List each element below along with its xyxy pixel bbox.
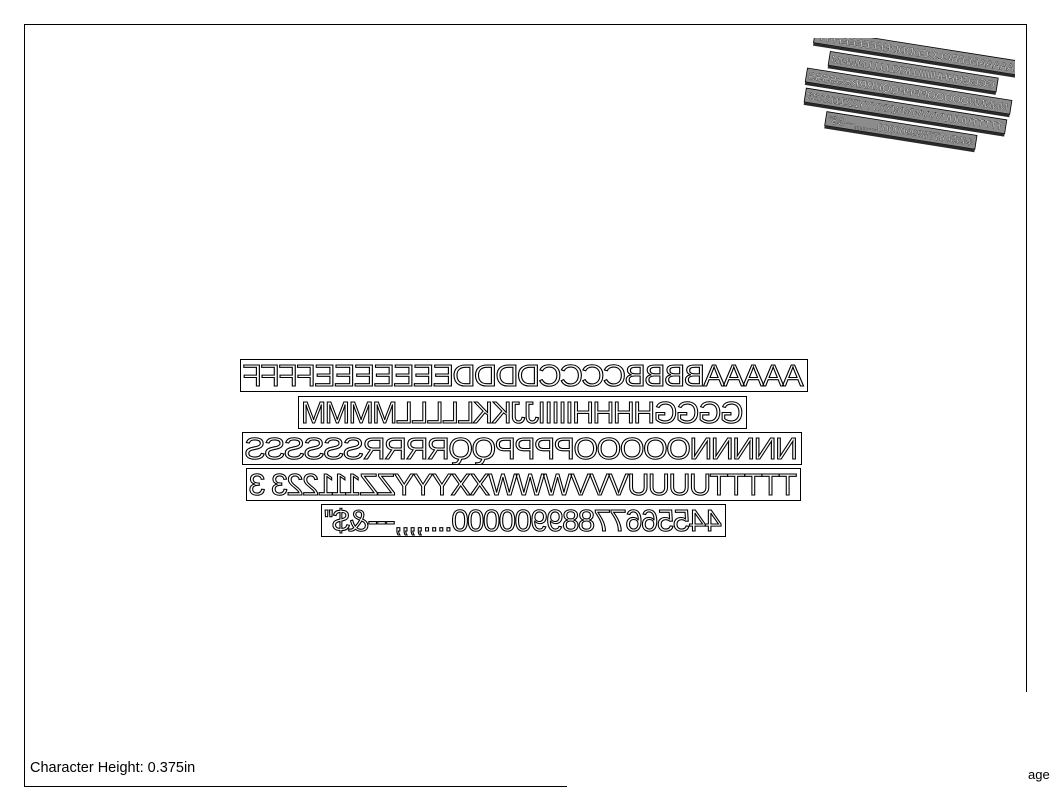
type-strip-row-5: 44556677889900000....,,,,---&$'' bbox=[321, 504, 726, 537]
type-strip-row-4: TTTTTUUUUVVVWWWXXYYYZZ111223 3 bbox=[246, 468, 801, 501]
page-label-fragment: age bbox=[1028, 767, 1050, 782]
drawing-sheet-border bbox=[24, 24, 1027, 787]
type-strip-row-3: NNNNNOOOOOPPPPQQRRRRSSSSSS bbox=[242, 432, 802, 465]
type-strip-row-5-text: 44556677889900000....,,,,---&$'' bbox=[325, 504, 723, 537]
type-strip-row-2: GGGGHHHHIIIIIJJKKLLLLLMMMM bbox=[298, 396, 747, 429]
type-strip-row-2-text: GGGGHHHHIIIIIJJKKLLLLLMMMM bbox=[302, 396, 744, 429]
character-height-caption: Character Height: 0.375in bbox=[30, 760, 196, 776]
sheet-border-gap-bottom bbox=[567, 784, 1037, 790]
type-strip-row-4-text: TTTTTUUUUVVVWWWXXYYYZZ111223 3 bbox=[249, 468, 797, 501]
type-strip-3d-preview: AAAAABBBBCCCCDDDDEEEEEEEFFFF GGGGHHHHIII… bbox=[803, 38, 1015, 153]
type-strip-row-1: AAAAABBBBCCCCDDDDEEEEEEEFFFF bbox=[240, 359, 808, 392]
type-strip-row-1-text: AAAAABBBBCCCCDDDDEEEEEEEFFFF bbox=[244, 359, 805, 392]
sheet-border-gap-right bbox=[1022, 692, 1030, 792]
type-strip-row-3-text: NNNNNOOOOOPPPPQQRRRRSSSSSS bbox=[245, 432, 799, 465]
